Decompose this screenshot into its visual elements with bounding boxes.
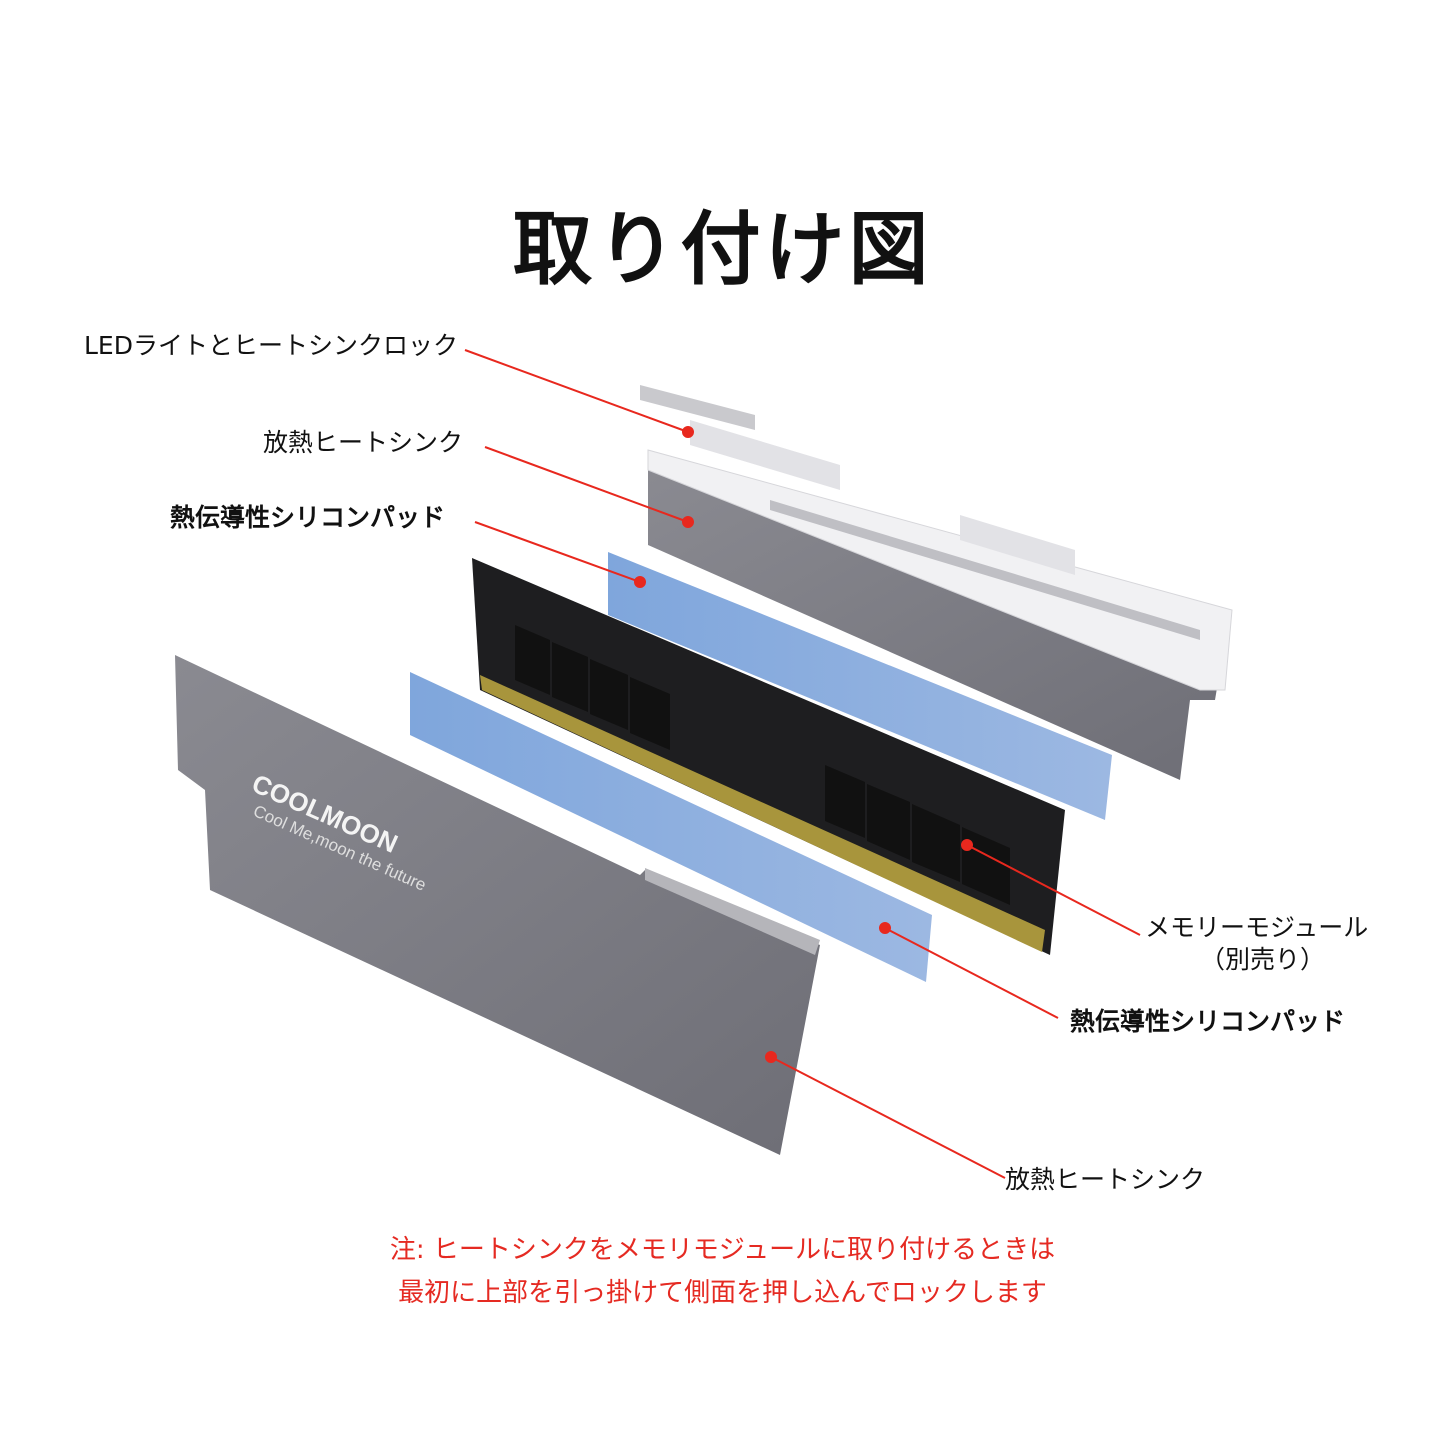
front-thermal-pad <box>410 672 932 982</box>
label-heatsink-front: 放熱ヒートシンク <box>1005 1165 1206 1194</box>
note-line-2: 最初に上部を引っ掛けて側面を押し込んでロックします <box>398 1278 1047 1308</box>
label-pad-front: 熱伝導性シリコンパッド <box>1070 1007 1346 1036</box>
memory-module <box>472 558 1065 955</box>
back-heatsink <box>640 385 1233 780</box>
led-lock-fins <box>640 385 755 430</box>
leader-lines <box>464 349 1141 1179</box>
front-heatsink: COOLMOON Cool Me,moon the future <box>175 655 820 1155</box>
page-title: 取り付け図 <box>512 203 933 296</box>
note-line-1: 注: ヒートシンクをメモリモジュールに取り付けるときは <box>389 1235 1056 1265</box>
label-pad-back: 熱伝導性シリコンパッド <box>170 503 446 532</box>
back-thermal-pad <box>608 552 1112 820</box>
label-led-lock: LEDライトとヒートシンクロック <box>84 331 458 360</box>
label-memory-module: メモリーモジュール <box>1145 913 1369 942</box>
label-memory-note: （別売り） <box>1200 945 1326 974</box>
label-heatsink-back: 放熱ヒートシンク <box>263 428 464 457</box>
